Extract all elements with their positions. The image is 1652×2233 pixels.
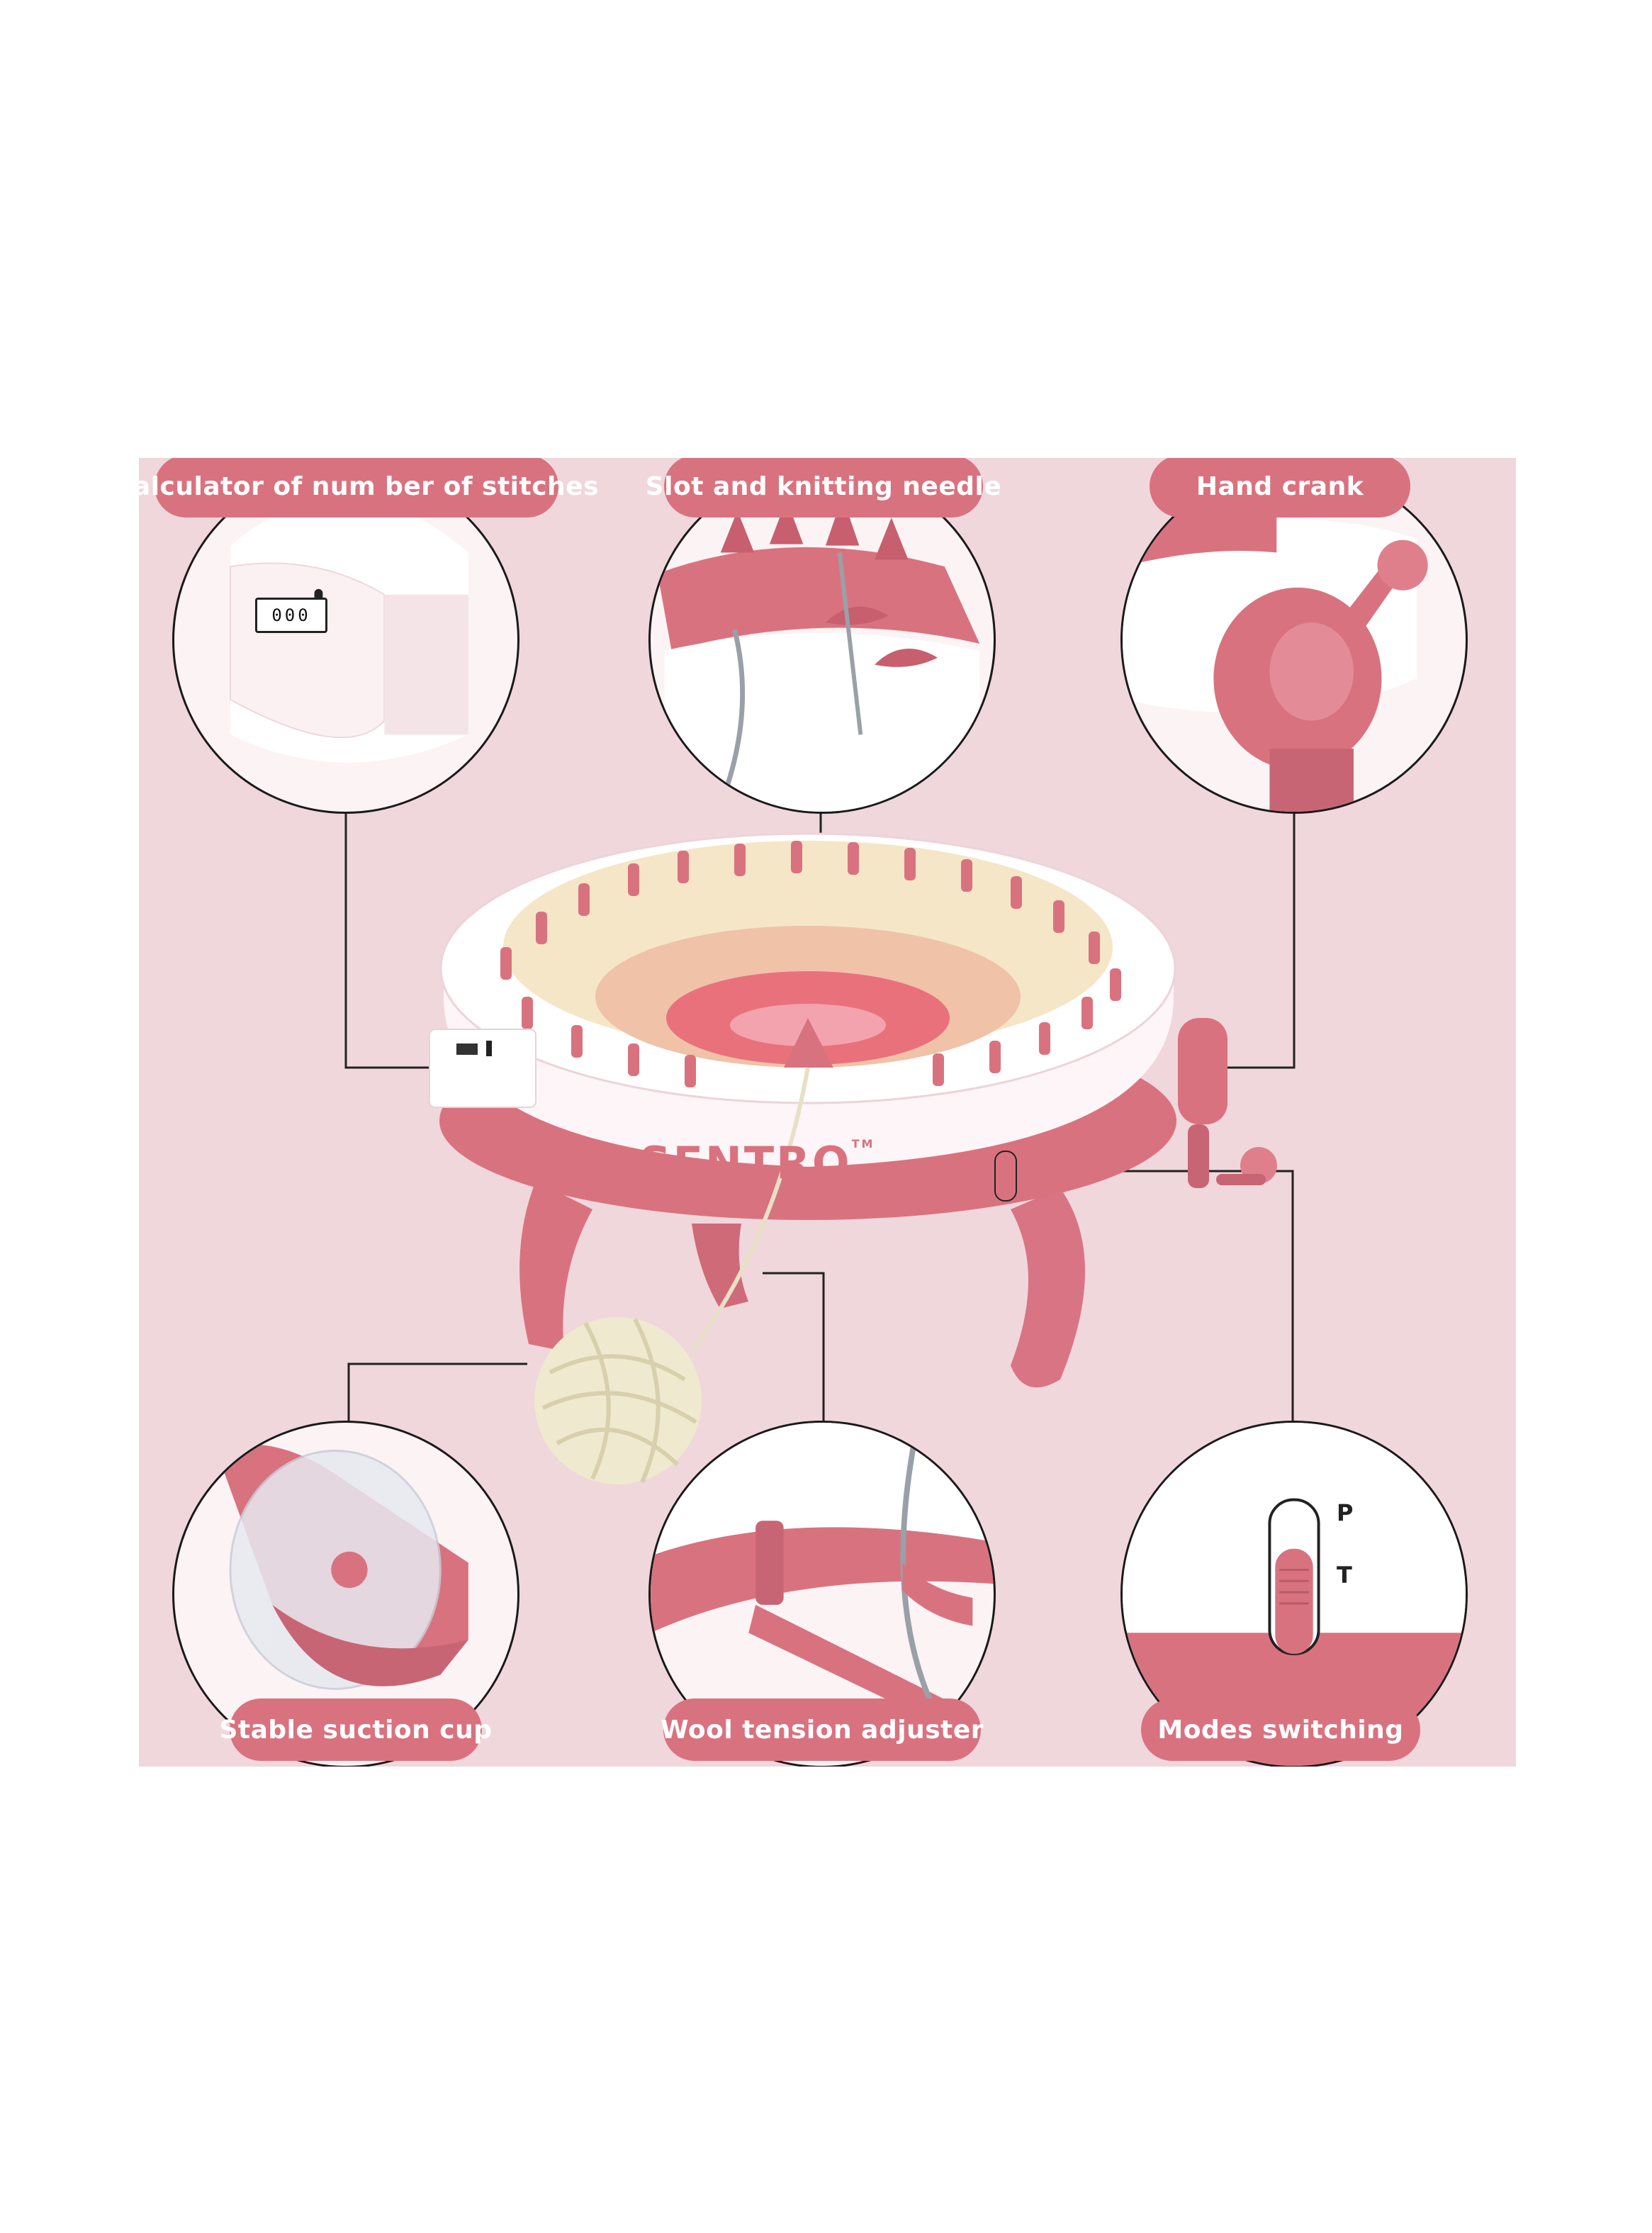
brand-name: SENTRO: [639, 1137, 852, 1189]
detail-stitch-counter: 000: [172, 466, 519, 814]
label-wool-tension: Wool tension adjuster: [661, 1698, 984, 1761]
detail-suction-cup: [172, 1421, 519, 1767]
knitting-machine-image: [429, 832, 1277, 1484]
mode-t-label: T: [1337, 1562, 1352, 1589]
label-slot-needle: Slot and knitting needle: [646, 458, 1001, 517]
detail-hand-crank: [1120, 466, 1468, 814]
label-suction-cup: Stable suction cup: [219, 1698, 492, 1761]
product-infographic-panel: SENTROTM 000: [139, 458, 1516, 1767]
hand-crank-icon: [1123, 503, 1428, 812]
suction-cup-icon: [216, 1444, 468, 1690]
stitch-counter-display: 000: [255, 598, 327, 633]
tension-adjuster-icon: [651, 1423, 994, 1724]
label-hand-crank: Hand crank: [1150, 458, 1410, 517]
knitting-needle-icon: [657, 496, 980, 812]
brand-trademark: TM: [851, 1137, 875, 1151]
label-modes-switching: Modes switching: [1141, 1698, 1420, 1761]
label-calculator: Calculator of num ber of stitches: [139, 458, 599, 517]
mode-p-label: P: [1337, 1499, 1354, 1526]
detail-slot-needle: [648, 466, 996, 814]
brand-logo: SENTROTM: [639, 1137, 872, 1189]
stitch-counter-icon: [230, 498, 468, 763]
